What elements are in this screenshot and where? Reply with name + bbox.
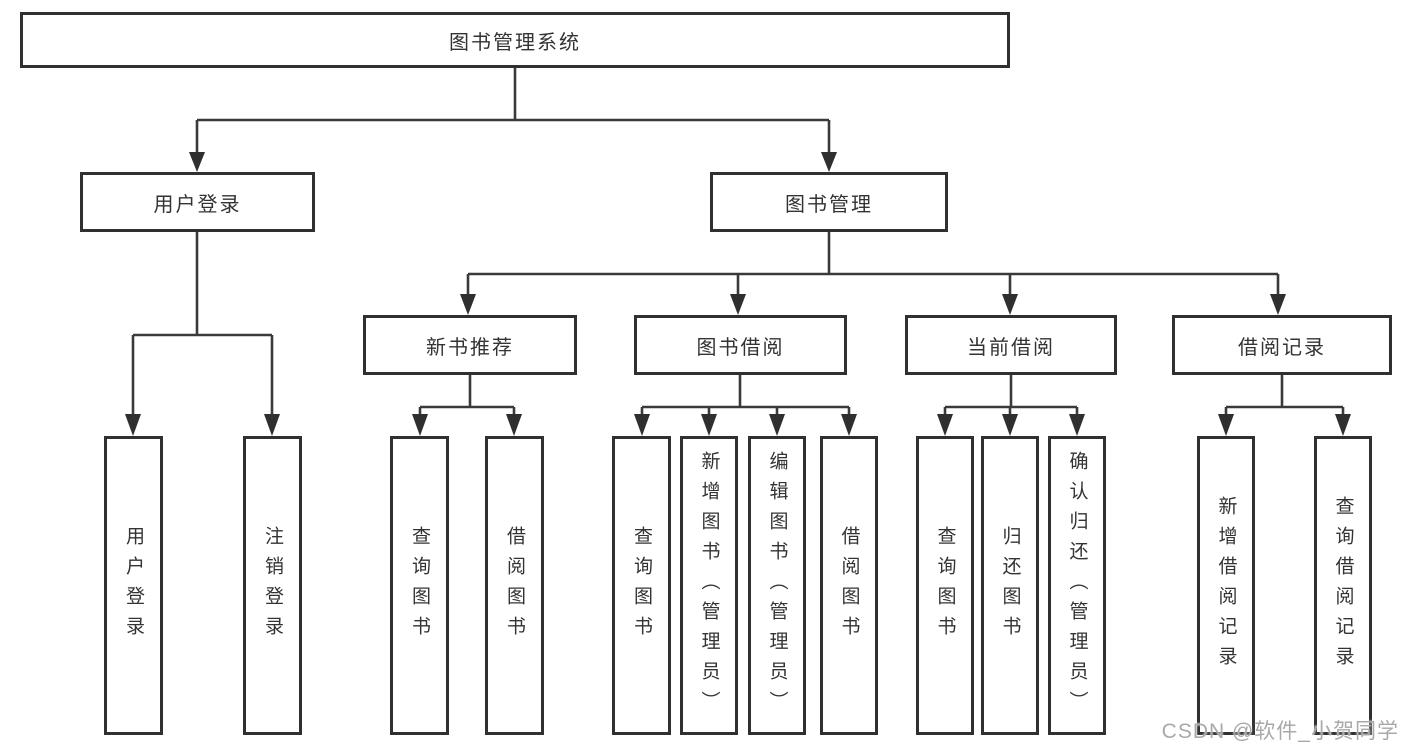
node-label: 借阅图书: [504, 525, 525, 646]
node-user-login-branch: 用户登录: [80, 172, 315, 232]
node-label: 借阅图书: [838, 525, 860, 646]
node-label: 确认归还（管理员）: [1066, 450, 1088, 721]
node-label: 查询图书: [934, 525, 956, 646]
node-root-system: 图书管理系统: [20, 12, 1010, 68]
node-return-books: 归还图书: [981, 436, 1039, 735]
node-query-books-borrowing: 查询图书: [612, 436, 671, 735]
node-label: 查询图书: [631, 525, 652, 646]
node-user-login-leaf: 用户登录: [104, 436, 163, 735]
node-label: 查询图书: [409, 525, 430, 646]
node-query-books-current: 查询图书: [916, 436, 974, 735]
node-add-borrow-record: 新增借阅记录: [1197, 436, 1255, 735]
node-label: 新增图书（管理员）: [698, 450, 720, 721]
node-borrowing-records: 借阅记录: [1172, 315, 1392, 375]
node-borrow-books-borrowing: 借阅图书: [820, 436, 878, 735]
node-add-books-admin: 新增图书（管理员）: [680, 436, 738, 735]
node-book-management: 图书管理: [710, 172, 948, 232]
node-edit-books-admin: 编辑图书（管理员）: [748, 436, 806, 735]
node-confirm-return-admin: 确认归还（管理员）: [1048, 436, 1106, 735]
node-label: 新增借阅记录: [1215, 495, 1237, 676]
watermark: CSDN @软件_小贺同学: [1161, 720, 1399, 743]
node-query-borrow-record: 查询借阅记录: [1314, 436, 1372, 735]
node-label: 查询借阅记录: [1332, 495, 1354, 676]
node-book-borrowing: 图书借阅: [634, 315, 847, 375]
node-current-borrowing: 当前借阅: [905, 315, 1117, 375]
node-label: 编辑图书（管理员）: [766, 450, 788, 721]
node-logout: 注销登录: [243, 436, 302, 735]
node-new-book-recommend: 新书推荐: [363, 315, 577, 375]
node-borrow-books-recommend: 借阅图书: [485, 436, 544, 735]
node-label: 用户登录: [123, 525, 144, 646]
node-label: 注销登录: [262, 525, 283, 646]
node-label: 归还图书: [999, 525, 1021, 646]
node-query-books-recommend: 查询图书: [390, 436, 449, 735]
